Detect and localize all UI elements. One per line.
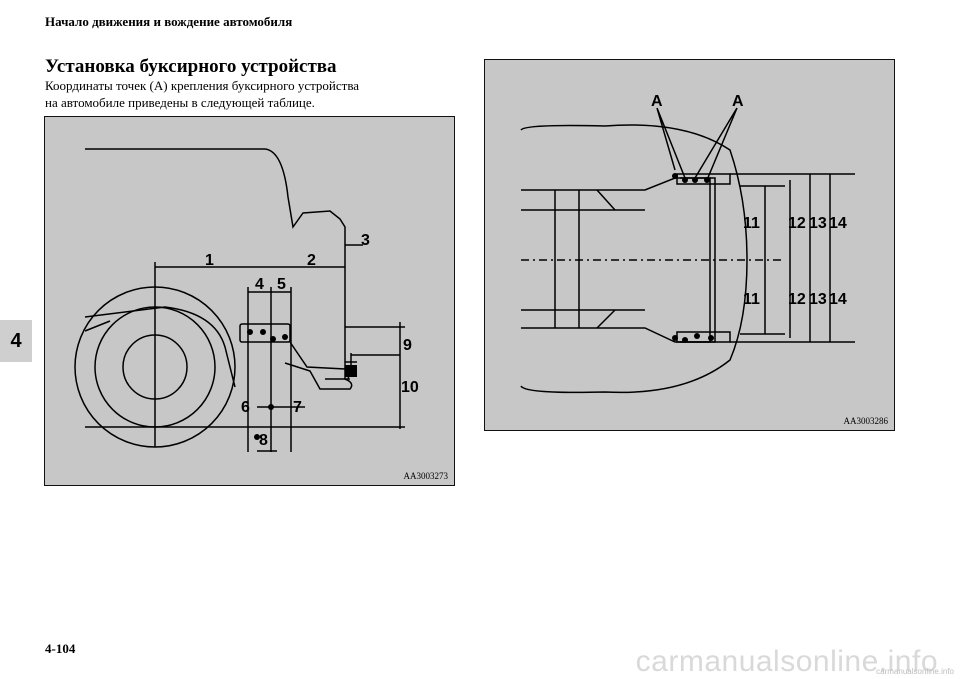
side-label-10: 10 (401, 379, 419, 396)
side-label-1: 1 (205, 252, 214, 269)
top-label-13b: 13 (809, 291, 827, 308)
side-label-2: 2 (307, 252, 316, 269)
side-label-7: 7 (293, 399, 302, 416)
side-label-5: 5 (277, 276, 286, 293)
side-label-6: 6 (241, 399, 250, 416)
top-label-14b: 14 (829, 291, 847, 308)
top-label-a-right: A (732, 93, 744, 110)
side-view-drawing: 1 2 3 4 5 6 7 8 9 10 (74, 148, 419, 452)
top-label-13a: 13 (809, 215, 827, 232)
figure-top-view: A A 11 11 12 12 13 13 14 14 AA3003286 (484, 59, 895, 431)
intro-line-2: на автомобиле приведены в следующей табл… (45, 95, 315, 110)
figure-top-code: AA3003286 (843, 416, 889, 426)
top-label-a-left: A (651, 93, 663, 110)
figure-side-code: AA3003273 (403, 471, 449, 481)
page-title: Установка буксирного устройства (45, 56, 337, 77)
top-label-14a: 14 (829, 215, 847, 232)
watermark-small: carmanualsonline.info (876, 667, 954, 676)
top-label-11a: 11 (743, 215, 760, 232)
chapter-tab: 4 (0, 320, 32, 362)
side-label-8: 8 (259, 432, 268, 449)
page-number: 4-104 (45, 641, 76, 656)
top-label-11b: 11 (743, 291, 760, 308)
top-label-12b: 12 (788, 291, 806, 308)
watermark: carmanualsonline.info (635, 645, 938, 678)
top-view-drawing: A A 11 11 12 12 13 13 14 14 (520, 93, 855, 394)
side-label-9: 9 (403, 337, 412, 354)
figure-side-view: 1 2 3 4 5 6 7 8 9 10 AA3003273 (44, 116, 455, 486)
intro-line-1: Координаты точек (А) крепления буксирног… (45, 78, 360, 93)
top-label-12a: 12 (788, 215, 806, 232)
side-label-4: 4 (255, 276, 264, 293)
section-header: Начало движения и вождение автомобиля (45, 14, 293, 29)
side-label-3: 3 (361, 232, 370, 249)
intro-paragraph: Координаты точек (А) крепления буксирног… (45, 77, 445, 111)
